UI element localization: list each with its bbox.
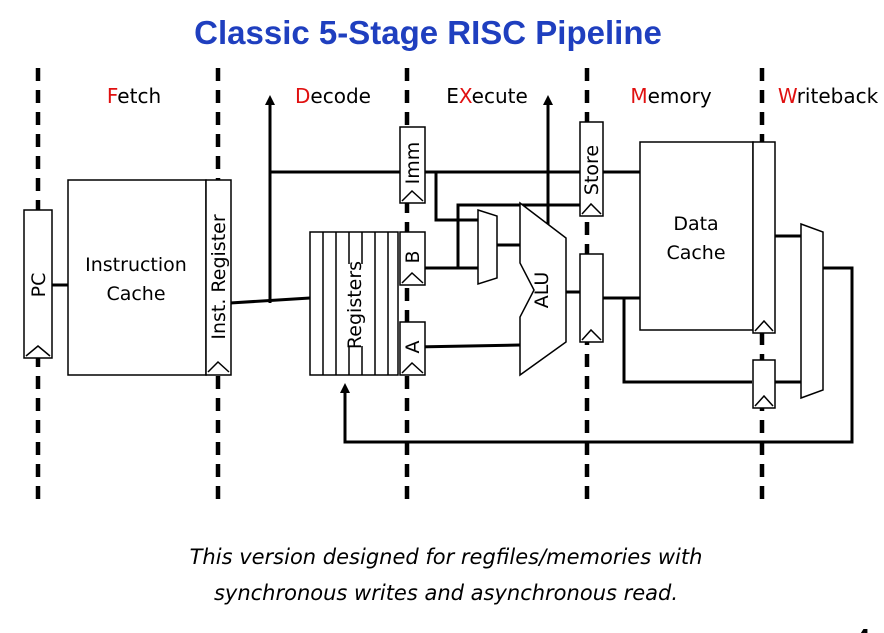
writeback-latch: [752, 359, 776, 409]
wire-exmem-to-wb-latch: [622, 298, 752, 384]
instruction-cache: Instruction Cache: [67, 179, 207, 376]
icache-label-line2: Cache: [106, 283, 165, 305]
dcache-output-latch: [752, 141, 776, 334]
pc-label: PC: [28, 273, 50, 298]
exmem-result-latch: [579, 253, 604, 343]
imm-latch: Imm: [399, 126, 426, 204]
inst-register-label: Inst. Register: [208, 214, 230, 339]
stage-label-execute: EXecute: [446, 84, 528, 108]
store-latch: Store: [579, 121, 604, 217]
b-latch: B: [399, 231, 426, 286]
writeback-mux: [800, 222, 824, 400]
datapath-wires: [52, 95, 854, 444]
data-cache: Data Cache: [639, 141, 754, 331]
execute-mux: [477, 208, 498, 286]
store-label: Store: [581, 145, 603, 195]
dcache-label-line2: Cache: [666, 242, 725, 264]
a-latch: A: [399, 321, 426, 376]
stage-label-decode: Decode: [295, 84, 371, 108]
wire-writeback-loop: [340, 266, 854, 444]
registers-label: Registers: [344, 261, 366, 349]
a-label: A: [402, 341, 424, 354]
stage-label-writeback: Writeback: [778, 84, 879, 108]
b-label: B: [402, 250, 424, 263]
imm-label: Imm: [402, 142, 424, 185]
wire-b-to-store: [456, 203, 580, 268]
icache-label-line1: Instruction: [85, 254, 187, 276]
dcache-label-line1: Data: [673, 213, 718, 235]
stage-label-fetch: Fetch: [107, 84, 161, 108]
alu-label: ALU: [531, 272, 553, 309]
page-title: Classic 5-Stage RISC Pipeline: [194, 14, 662, 51]
pc-register: PC: [23, 209, 53, 359]
caption-line1: This version designed for regfiles/memor…: [190, 545, 703, 569]
caption-line2: synchronous writes and asynchronous read…: [214, 581, 678, 605]
inst-register: Inst. Register: [205, 179, 232, 376]
stage-label-memory: Memory: [630, 84, 712, 108]
wire-a-to-alu: [413, 343, 521, 349]
page-number: 4: [856, 623, 871, 633]
alu: ALU: [519, 201, 567, 377]
register-file: Registers: [309, 231, 399, 376]
